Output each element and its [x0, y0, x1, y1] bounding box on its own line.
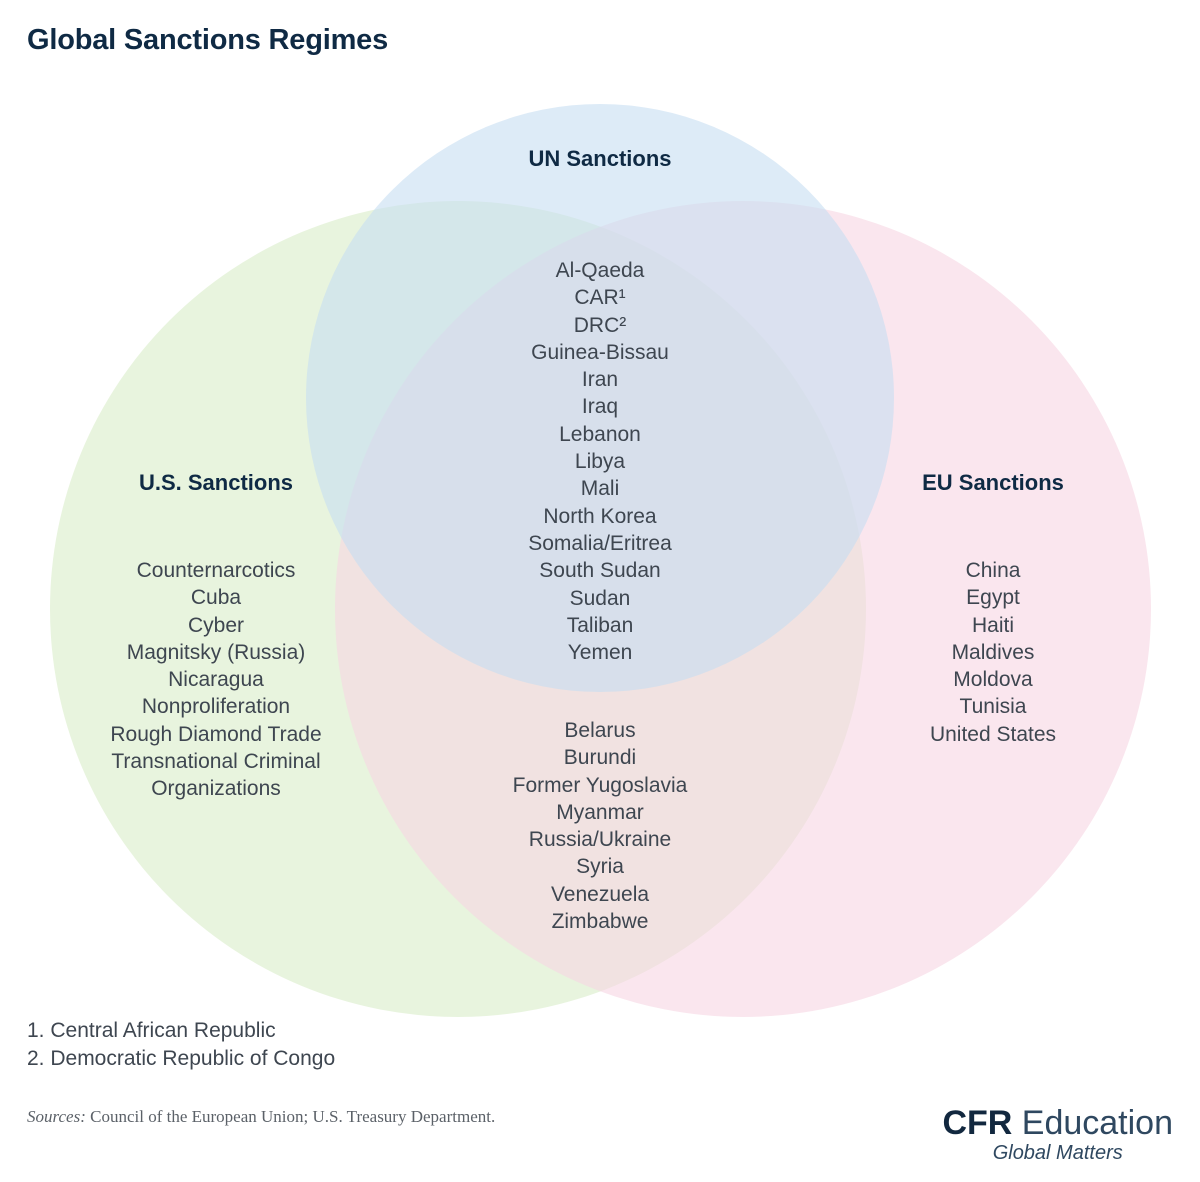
list-item: China — [965, 559, 1021, 582]
un-sanctions-label: UN Sanctions — [528, 146, 672, 171]
footnote: 1. Central African Republic — [27, 1019, 276, 1042]
list-item: Transnational Criminal — [111, 750, 321, 774]
list-item: Somalia/Eritrea — [528, 531, 672, 555]
list-item: Nicaragua — [168, 668, 264, 692]
list-item: Moldova — [953, 668, 1033, 692]
list-item: Venezuela — [550, 882, 650, 906]
list-item: Tunisia — [959, 695, 1027, 719]
list-item: Magnitsky (Russia) — [126, 640, 306, 664]
brand-name-bold: CFR — [942, 1104, 1013, 1142]
list-item: Russia/Ukraine — [528, 828, 672, 852]
list-item: Guinea-Bissau — [531, 340, 669, 364]
list-item: Al-Qaeda — [555, 259, 645, 282]
eu-sanctions-label: EU Sanctions — [922, 470, 1064, 495]
list-item: Mali — [580, 477, 620, 501]
list-item: Haiti — [971, 613, 1014, 637]
list-item: Burundi — [563, 746, 637, 770]
brand-name-rest: Education — [1012, 1104, 1173, 1142]
sources-note: Sources: Council of the European Union; … — [27, 1107, 495, 1127]
list-item: Rough Diamond Trade — [110, 722, 322, 746]
list-item: Organizations — [151, 777, 281, 801]
list-item: Lebanon — [559, 422, 641, 446]
list-item: Cyber — [187, 613, 245, 637]
brand-name: CFR Education — [942, 1104, 1173, 1142]
chart-title: Global Sanctions Regimes — [27, 24, 389, 56]
sources-prefix: Sources: — [27, 1107, 86, 1126]
list-item: United States — [929, 722, 1057, 746]
us-sanctions-label: U.S. Sanctions — [138, 470, 294, 495]
list-item: Libya — [574, 450, 626, 474]
footnotes: 1. Central African Republic 2. Democrati… — [27, 1017, 335, 1073]
list-item: Counternarcotics — [136, 559, 296, 582]
list-item: Taliban — [566, 613, 634, 637]
list-item: Sudan — [569, 586, 631, 610]
list-item: Belarus — [564, 719, 636, 742]
list-item: Iran — [581, 368, 619, 392]
list-item: Maldives — [951, 640, 1035, 664]
list-item: Yemen — [567, 641, 633, 665]
list-item: Egypt — [966, 586, 1020, 610]
list-item: Former Yugoslavia — [512, 773, 688, 797]
brand-tagline: Global Matters — [992, 1142, 1123, 1164]
list-item: Myanmar — [556, 800, 644, 824]
list-item: CAR¹ — [574, 286, 626, 310]
list-item: Nonproliferation — [141, 695, 291, 719]
list-item: Zimbabwe — [551, 910, 649, 934]
list-item: North Korea — [543, 504, 657, 528]
list-item: Syria — [576, 855, 624, 879]
list-item: South Sudan — [539, 559, 661, 583]
un-sanctions-circle — [306, 104, 894, 692]
list-item: DRC² — [573, 313, 627, 337]
sources-text: Council of the European Union; U.S. Trea… — [85, 1107, 496, 1126]
list-item: Iraq — [581, 395, 619, 419]
cfr-education-logo: CFR Education Global Matters — [942, 1104, 1173, 1165]
footnote: 2. Democratic Republic of Congo — [27, 1047, 336, 1070]
list-item: Cuba — [190, 586, 242, 610]
